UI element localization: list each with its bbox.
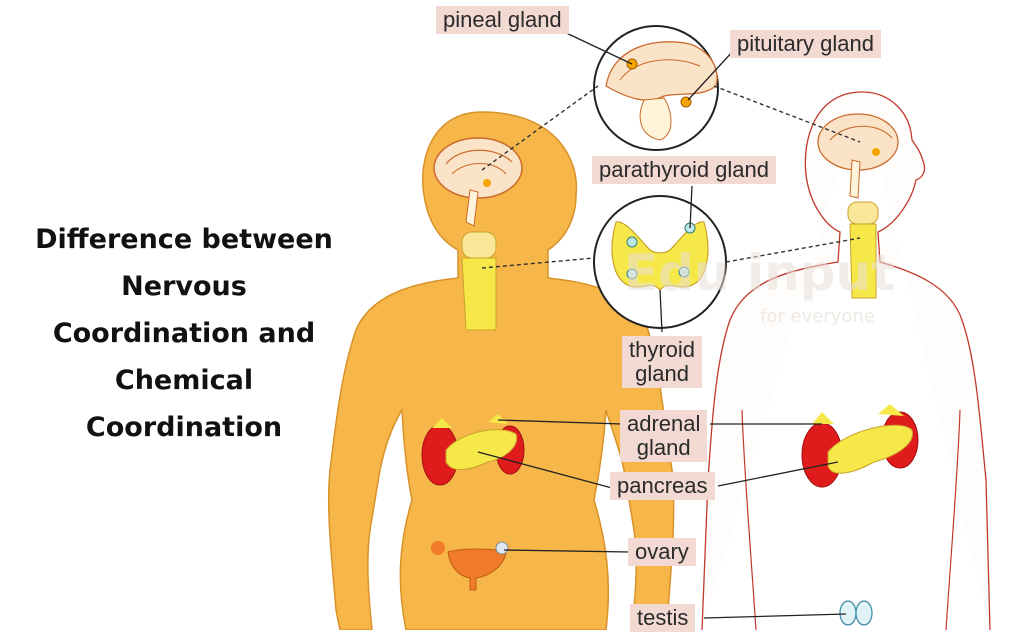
label-adrenal-line-1: adrenal (627, 411, 701, 436)
label-adrenal-gland: adrenal gland (620, 410, 708, 462)
title-line-5: Coordination (85, 412, 283, 443)
title-line-3: Coordination and (52, 318, 316, 349)
female-figure (327, 111, 675, 630)
female-brain (433, 137, 523, 199)
label-pineal-gland: pineal gland (436, 6, 569, 34)
page-title: Difference between Nervous Coordination … (8, 216, 360, 451)
label-ovary: ovary (628, 538, 696, 566)
label-testis: testis (630, 604, 696, 632)
male-figure (701, 91, 991, 630)
label-thyroid-line-2: gland (635, 361, 689, 386)
label-pituitary-gland: pituitary gland (730, 30, 881, 58)
watermark-brand: Edu input (624, 244, 895, 302)
label-parathyroid-gland: parathyroid gland (592, 156, 777, 184)
title-line-4: Chemical (114, 365, 254, 396)
brain-zoom-circle (593, 25, 719, 151)
male-pancreas (827, 424, 913, 474)
watermark-tagline: for everyone (760, 306, 875, 327)
zoom-connectors (481, 85, 861, 269)
label-thyroid-gland: thyroid gland (622, 336, 703, 388)
female-uterus (447, 548, 507, 591)
thyroid-zoom-circle (593, 195, 727, 329)
male-body-outline (701, 91, 991, 630)
female-pancreas (445, 429, 518, 470)
label-pancreas: pancreas (610, 472, 715, 500)
female-body (327, 111, 675, 630)
title-line-1: Difference between (35, 224, 333, 255)
label-adrenal-line-2: gland (636, 435, 691, 460)
title-line-2: Nervous (121, 271, 247, 302)
leader-lines (477, 29, 847, 619)
label-thyroid-line-1: thyroid (629, 337, 696, 362)
